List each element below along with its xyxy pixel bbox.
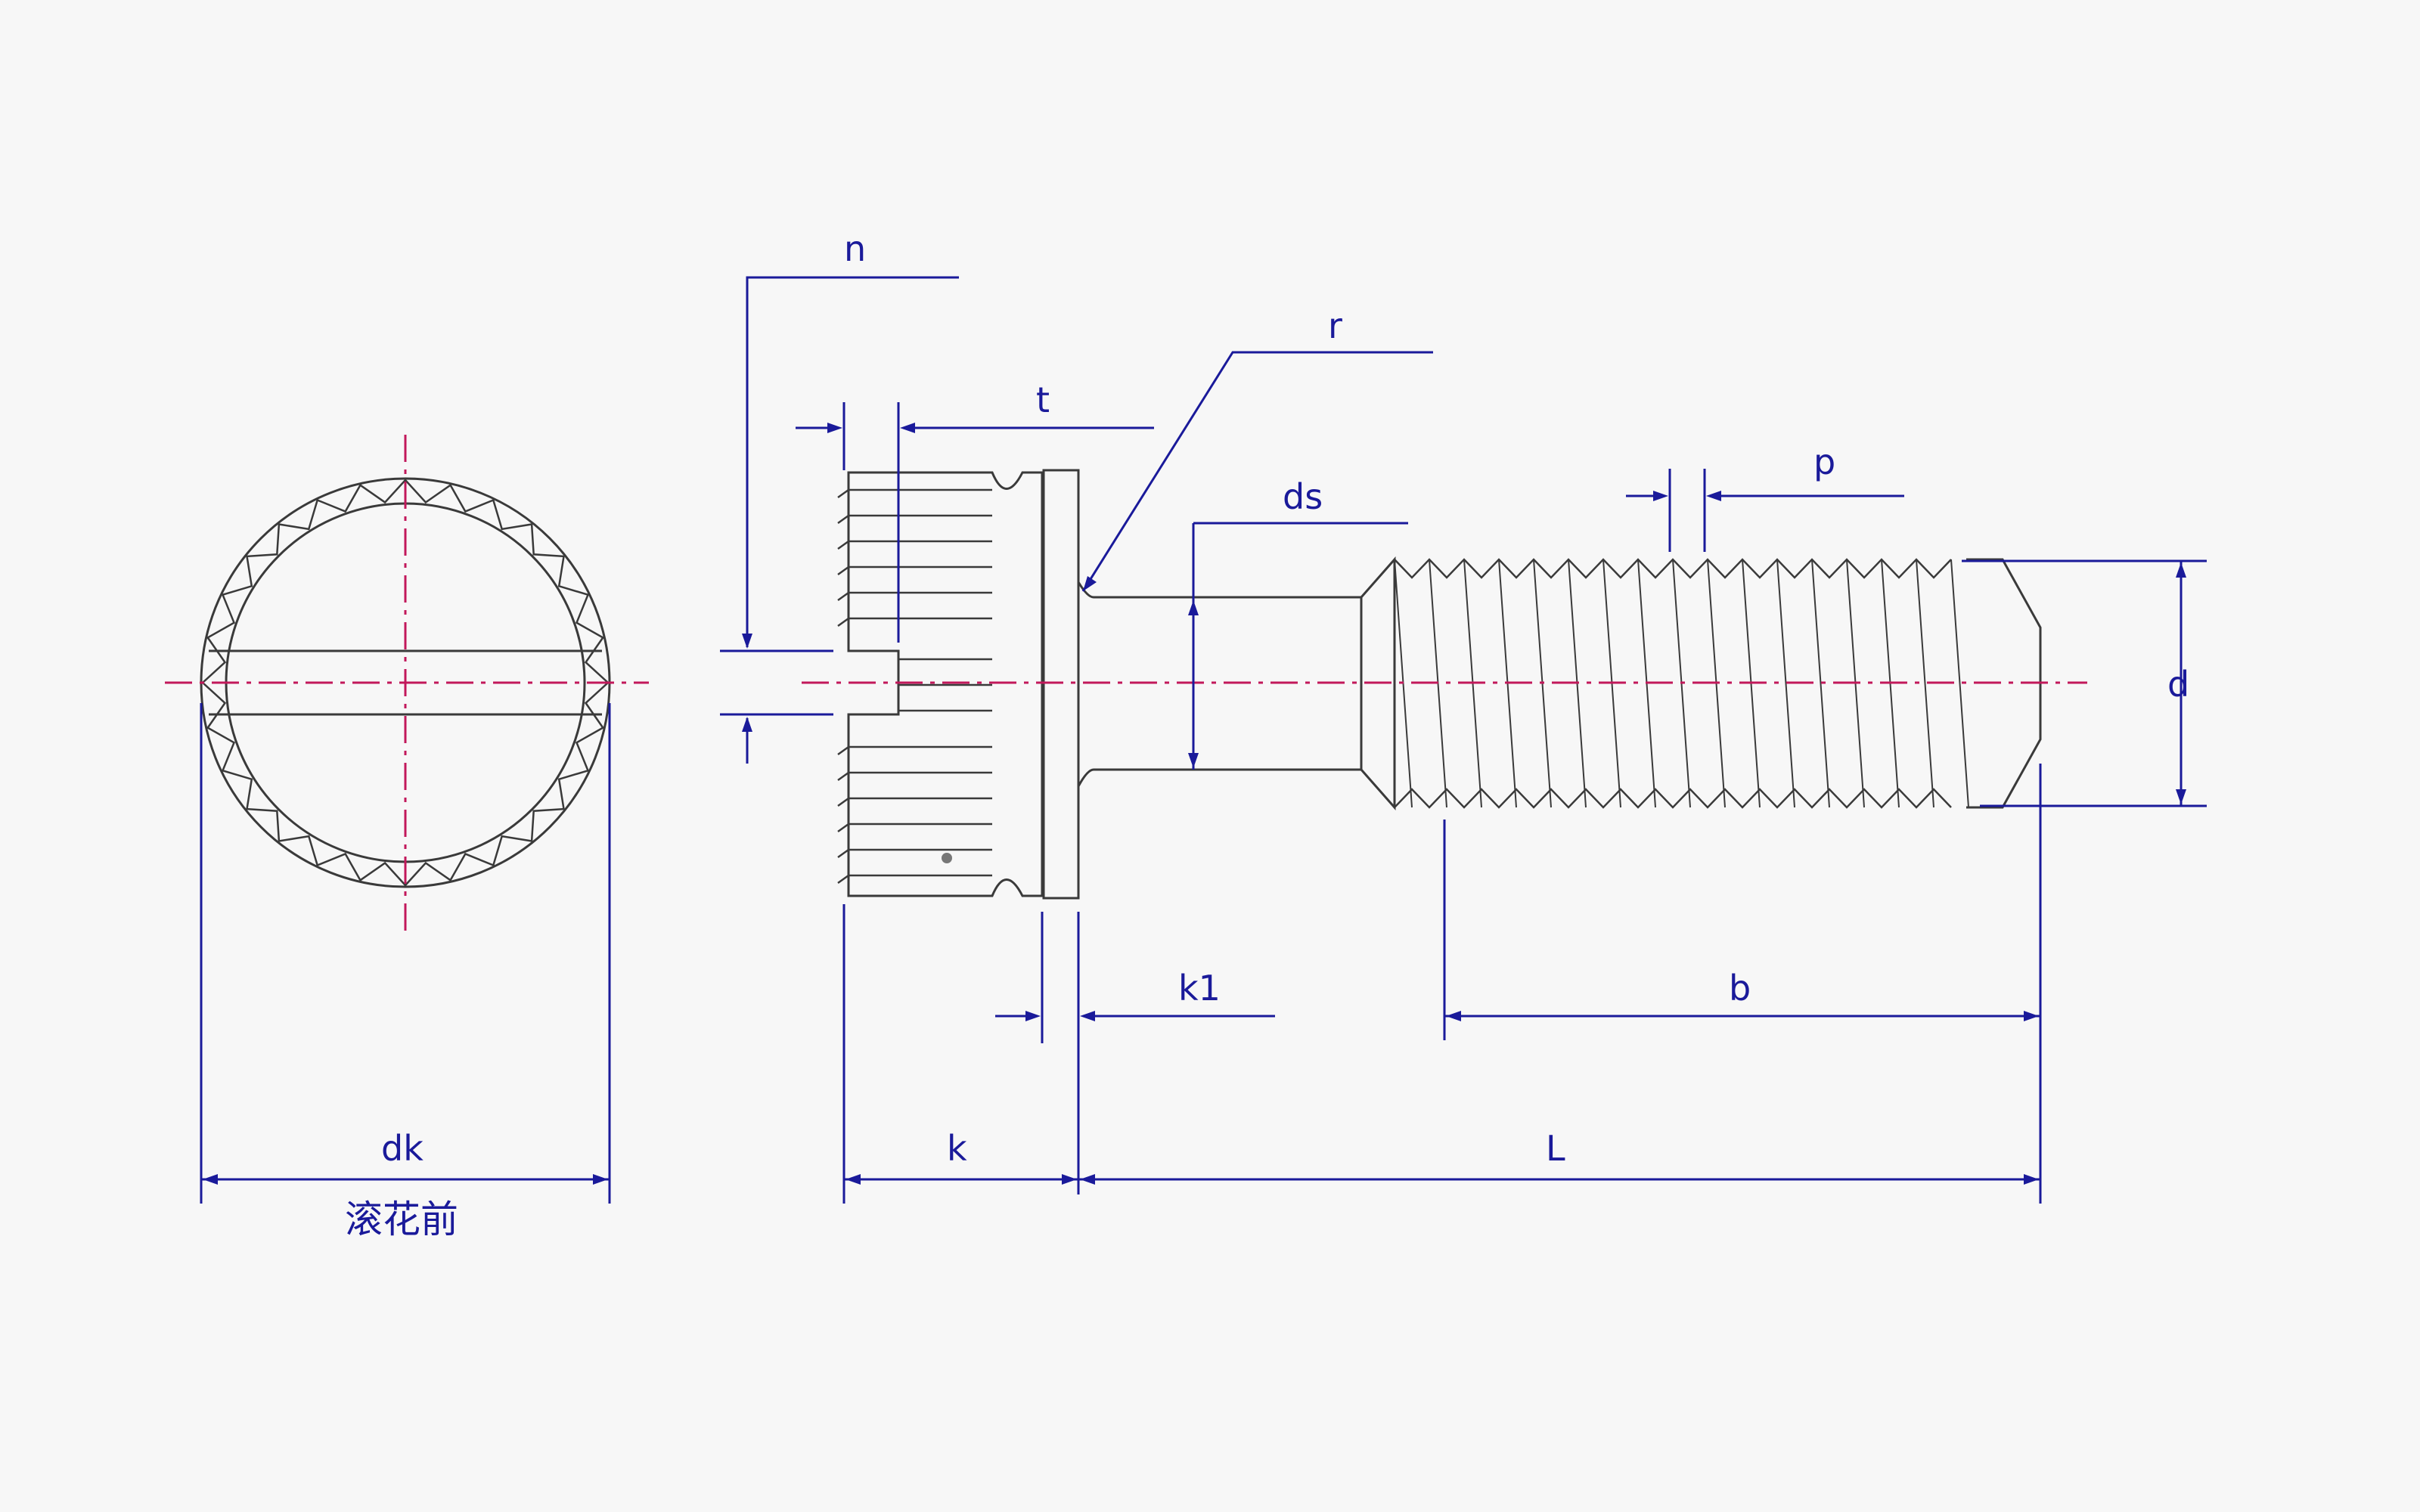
arrow-L-left xyxy=(1080,1174,1095,1185)
arrow-t-left xyxy=(900,423,915,433)
arrow-d-top xyxy=(2176,562,2186,578)
dimension-arrowheads xyxy=(203,423,2186,1185)
arrow-r xyxy=(1083,576,1097,591)
arrow-k1-right xyxy=(1025,1011,1041,1021)
label-n: n xyxy=(844,228,867,269)
label-t: t xyxy=(1036,380,1050,420)
collar-outline xyxy=(1042,469,1080,900)
arrow-n-down xyxy=(742,634,752,649)
arrow-d-bottom xyxy=(2176,789,2186,804)
dim-n-leader xyxy=(746,276,959,647)
arrow-p-right xyxy=(1653,491,1668,501)
arrow-ds-top xyxy=(1188,600,1199,615)
label-ds: ds xyxy=(1283,476,1323,517)
arrow-n-up xyxy=(742,717,752,732)
arrow-b-right xyxy=(2024,1011,2039,1021)
label-k: k xyxy=(947,1128,967,1169)
arrow-k-left xyxy=(845,1174,861,1185)
arrow-t-right xyxy=(827,423,842,433)
shank-bottom-edge xyxy=(1077,768,1361,787)
end-view-centerlines xyxy=(165,435,649,937)
head-knurl-lines xyxy=(837,488,992,885)
arrow-b-left xyxy=(1446,1011,1461,1021)
label-d: d xyxy=(2167,664,2190,705)
arrow-k1-left xyxy=(1080,1011,1095,1021)
arrow-dk-left xyxy=(203,1174,218,1185)
label-L: L xyxy=(1546,1128,1565,1169)
head-outline xyxy=(847,471,1044,897)
label-b: b xyxy=(1729,968,1751,1009)
label-r: r xyxy=(1328,305,1342,346)
surface-mark xyxy=(942,853,952,863)
dim-r-leader xyxy=(1081,351,1433,592)
label-dk: dk xyxy=(381,1128,424,1169)
arrow-p-left xyxy=(1706,491,1721,501)
dimension-lines xyxy=(200,276,2207,1204)
shank-top-edge xyxy=(1077,581,1361,599)
label-p: p xyxy=(1813,442,1836,482)
label-before-knurling-note: 滚花前 xyxy=(345,1198,458,1241)
arrow-L-right xyxy=(2024,1174,2039,1185)
arrow-dk-right xyxy=(593,1174,608,1185)
arrow-k-right xyxy=(1062,1174,1077,1185)
arrow-ds-bottom xyxy=(1188,753,1199,768)
label-k1: k1 xyxy=(1178,968,1221,1009)
